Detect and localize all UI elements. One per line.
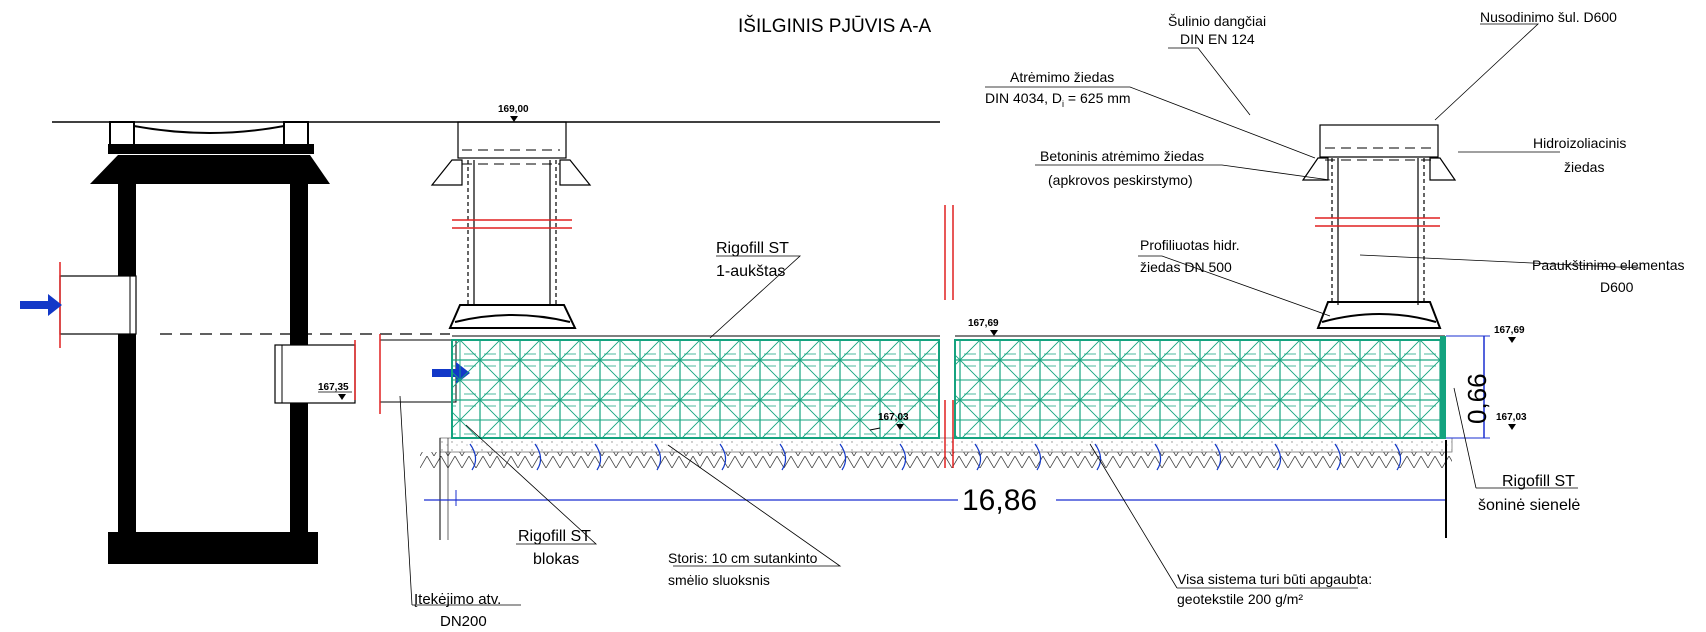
elevation-ground: 169,00 (498, 104, 529, 115)
label-settle-1: Nusodinimo šul. D600 (1480, 9, 1617, 25)
label-rigofill-side-2: šoninė sienelė (1478, 497, 1580, 514)
break-marks (944, 205, 954, 468)
label-concrete-ring-1: Betoninis atrėmimo žiedas (1040, 148, 1204, 164)
elevation-bottom-a: 167,03 (878, 412, 909, 423)
elevation-top-b: 167,69 (1494, 325, 1525, 336)
label-profiled-2: žiedas DN 500 (1140, 259, 1232, 275)
label-extension-2: D600 (1600, 279, 1634, 295)
length-dimension-value: 16,86 (962, 484, 1037, 517)
height-dimension-value: 0,66 (1462, 373, 1492, 424)
shaft-center (430, 121, 592, 329)
label-rigofill-block-2: blokas (533, 551, 579, 568)
label-sand-1: Storis: 10 cm sutankinto (668, 550, 818, 566)
shaft-right (1301, 124, 1457, 329)
elevation-bottom-b: 167,03 (1496, 412, 1527, 423)
label-cover-2: DIN EN 124 (1180, 31, 1255, 47)
flow-arrow-left (20, 294, 62, 316)
label-hydro-ring-1: Hidroizoliacinis (1533, 135, 1626, 151)
label-rigofill-side-1: Rigofill ST (1502, 473, 1575, 490)
elevation-top-a: 167,69 (968, 318, 999, 329)
label-concrete-ring-2: (apkrovos peskirstymo) (1048, 172, 1193, 188)
rigofill-crate-block-a (451, 339, 940, 439)
label-support-ring-2: DIN 4034, Di = 625 mm (985, 90, 1131, 109)
label-rigofill-level-2: 1-aukštas (716, 263, 785, 280)
infiltration-arrows (469, 443, 1402, 471)
label-sand-2: smėlio sluoksnis (668, 572, 770, 588)
drawing-title: IŠILGINIS PJŪVIS A-A (738, 15, 932, 37)
label-rigofill-level-1: Rigofill ST (716, 240, 789, 257)
label-inlet-1: Įtekėjimo atv. (414, 591, 501, 608)
leader-lines (399, 23, 1641, 606)
label-geotextile-1: Visa sistema turi būti apgaubta: (1177, 571, 1372, 587)
length-dimension (424, 440, 1447, 538)
label-extension-1: Paaukštinimo elementas (1532, 257, 1685, 273)
label-profiled-1: Profiliuotas hidr. (1140, 237, 1240, 253)
height-dimension (1446, 335, 1490, 439)
label-geotextile-2: geotekstile 200 g/m² (1177, 591, 1303, 607)
label-hydro-ring-2: žiedas (1564, 159, 1604, 175)
label-rigofill-block-1: Rigofill ST (518, 528, 591, 545)
sand-bed (439, 437, 1453, 453)
inlet-chamber (59, 121, 356, 564)
label-support-ring-1: Atrėmimo žiedas (1010, 69, 1114, 85)
elevation-inlet: 167,35 (318, 382, 349, 393)
soil-layer (420, 452, 1452, 468)
label-inlet-2: DN200 (440, 613, 487, 630)
label-cover-1: Šulinio dangčiai (1168, 13, 1266, 29)
rigofill-crate-block-b (954, 339, 1446, 439)
